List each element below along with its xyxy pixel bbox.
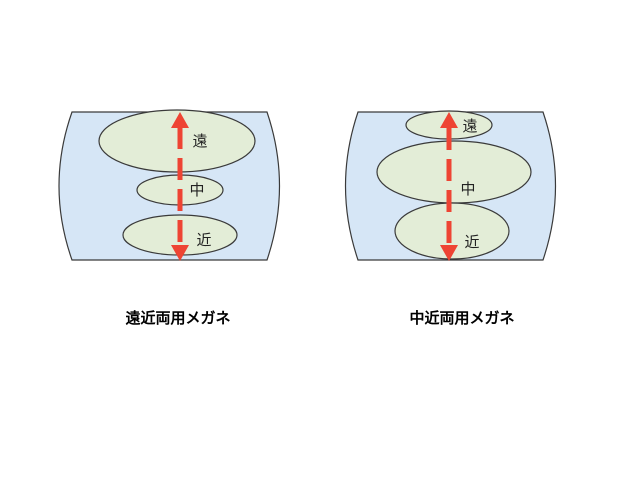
far-zone bbox=[98, 109, 256, 173]
arrow-head-down bbox=[171, 245, 189, 261]
vision-shift-arrow bbox=[171, 112, 189, 261]
intermediate-lens-group: 遠 中 近 中近両用メガネ bbox=[344, 110, 557, 327]
middle-zone bbox=[376, 140, 532, 204]
lens-caption: 遠近両用メガネ bbox=[125, 309, 230, 327]
vision-shift-arrow bbox=[440, 112, 458, 261]
near-zone-label: 近 bbox=[196, 231, 211, 249]
arrow-head-up bbox=[440, 112, 458, 128]
far-zone-label: 遠 bbox=[462, 117, 477, 135]
far-zone-label: 遠 bbox=[192, 132, 207, 150]
arrow-head-up bbox=[171, 112, 189, 128]
near-zone bbox=[394, 202, 510, 260]
middle-zone-label: 中 bbox=[460, 180, 475, 198]
arrow-head-down bbox=[440, 245, 458, 261]
progressive-lens-group: 遠 中 近 遠近両用メガネ bbox=[58, 109, 281, 327]
lens-caption: 中近両用メガネ bbox=[409, 309, 514, 327]
middle-zone-label: 中 bbox=[189, 181, 204, 199]
near-zone-label: 近 bbox=[464, 233, 479, 251]
